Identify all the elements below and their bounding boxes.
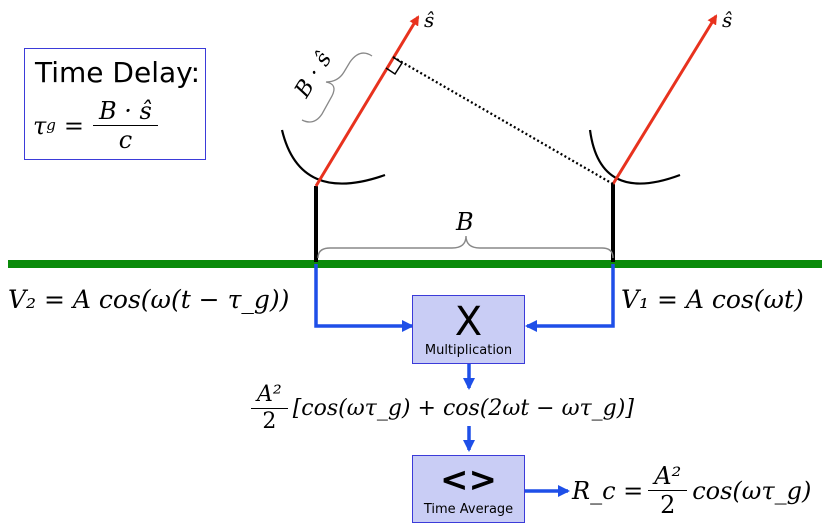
antenna-1-dish [588, 129, 681, 185]
time-delay-fraction: B · ŝ c [93, 97, 158, 152]
product-denominator: 2 [251, 408, 288, 433]
right-angle-marker [385, 56, 404, 76]
product-bracket: [cos(ωτ_g) + cos(2ωt − ωτ_g)] [292, 395, 634, 421]
baseline-label: B [456, 208, 474, 236]
time-average-caption: Time Average [423, 501, 514, 517]
direction-label-right: ŝ [722, 8, 733, 32]
baseline-brace [317, 235, 614, 259]
time-delay-numerator: B · ŝ [99, 97, 152, 125]
time-average-block: <> Time Average [412, 455, 525, 523]
v2-equation: V₂ = A cos(ω(t − τ_g)) [8, 285, 290, 314]
equals-sign: = [63, 111, 84, 140]
result-equation: R_c = A² 2 cos(ωτ_g) [572, 464, 811, 517]
product-equation: A² 2 [cos(ωτ_g) + cos(2ωt − ωτ_g)] [250, 384, 634, 433]
multiplication-block: X Multiplication [412, 295, 525, 364]
multiplication-caption: Multiplication [424, 343, 513, 358]
product-fraction: A² 2 [251, 382, 288, 433]
source-ray-left [314, 15, 420, 187]
signal-path-v1 [525, 264, 615, 332]
result-lhs: R_c = [572, 476, 644, 505]
result-rhs: cos(ωτ_g) [692, 476, 812, 505]
wavefront-projection-line [392, 56, 614, 185]
time-delay-denominator: c [93, 125, 158, 152]
v1-equation: V₁ = A cos(ωt) [621, 285, 804, 314]
time-average-symbol: <> [440, 459, 497, 500]
result-denominator: 2 [648, 490, 688, 517]
result-numerator: A² [654, 462, 682, 490]
tau-subscript: g [46, 116, 56, 134]
signal-path-v2 [314, 264, 414, 332]
antenna-2-dish [280, 129, 386, 185]
tau-symbol: τ [33, 111, 47, 140]
projection-brace [301, 52, 373, 123]
product-numerator: A² [257, 382, 282, 407]
source-ray-right [611, 14, 718, 185]
direction-label-left: ŝ [424, 8, 435, 32]
multiplication-symbol: X [454, 299, 483, 345]
result-fraction: A² 2 [648, 462, 688, 517]
time-delay-title: Time Delay: [35, 56, 201, 89]
